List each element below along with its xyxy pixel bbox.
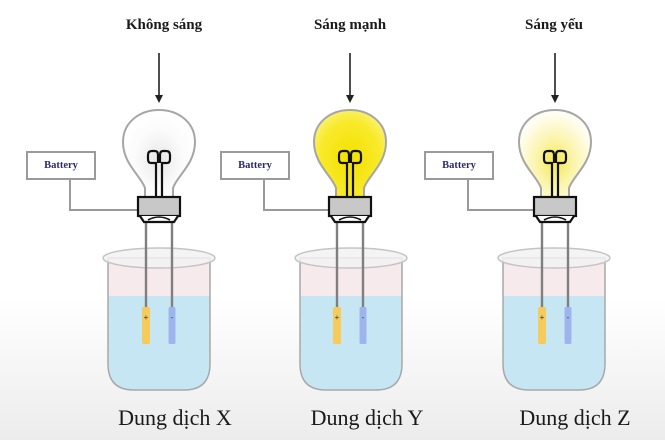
filament: [146, 149, 172, 198]
electrode-positive-sign: +: [540, 313, 545, 322]
beaker-outline: [299, 257, 403, 391]
beaker-outline: [107, 257, 211, 391]
setup-y: +-: [263, 53, 408, 391]
battery-wire: [263, 180, 329, 211]
electrode-positive-sign: +: [335, 313, 340, 322]
beaker-outline: [502, 257, 606, 391]
bulb-base: [136, 195, 182, 218]
electrode-negative: [359, 307, 367, 344]
battery-box-z: Battery: [424, 151, 494, 180]
bulb-base-bottom: [139, 215, 179, 224]
brightness-label-z: Sáng yếu: [525, 17, 583, 33]
electrode-negative-sign: -: [171, 313, 174, 322]
arrow-head-icon: [155, 95, 163, 103]
electrode-negative-sign: -: [567, 313, 570, 322]
setup-x: +-: [69, 53, 216, 391]
beaker-rim: [497, 247, 611, 269]
electrode-positive: [333, 307, 341, 344]
arrow-head-icon: [346, 95, 354, 103]
bulb-contact: [147, 216, 171, 221]
bulb-base: [327, 195, 373, 218]
filament: [337, 149, 363, 198]
bulb-base: [532, 195, 578, 218]
battery-wire: [467, 180, 534, 211]
battery-box-x: Battery: [26, 151, 96, 180]
solution-liquid: [300, 296, 402, 390]
electrode-negative-sign: -: [362, 313, 365, 322]
electrode-negative: [168, 307, 176, 344]
electrode-positive: [538, 307, 546, 344]
arrow-head-icon: [551, 95, 559, 103]
brightness-label-y: Sáng mạnh: [313, 17, 387, 33]
battery-box-y: Battery: [220, 151, 290, 180]
bulb-contact: [338, 216, 362, 221]
solution-label-x: Dung dịch X: [118, 405, 232, 430]
battery-wire: [69, 180, 138, 211]
beaker-rim: [294, 247, 408, 269]
beaker-rim: [102, 247, 216, 269]
setup-z: +-: [467, 53, 611, 391]
electrode-positive-sign: +: [144, 313, 149, 322]
solution-label-z: Dung dịch Z: [519, 405, 631, 430]
electrode-negative: [564, 307, 572, 344]
bulb-contact: [543, 216, 567, 221]
bulb-base-bottom: [535, 215, 575, 224]
bulb-base-bottom: [330, 215, 370, 224]
filament: [542, 149, 568, 198]
electrode-positive: [142, 307, 150, 344]
solution-liquid: [503, 296, 605, 390]
brightness-label-x: Không sáng: [125, 17, 203, 33]
solution-liquid: [108, 296, 210, 390]
solution-label-y: Dung dịch Y: [310, 405, 424, 430]
